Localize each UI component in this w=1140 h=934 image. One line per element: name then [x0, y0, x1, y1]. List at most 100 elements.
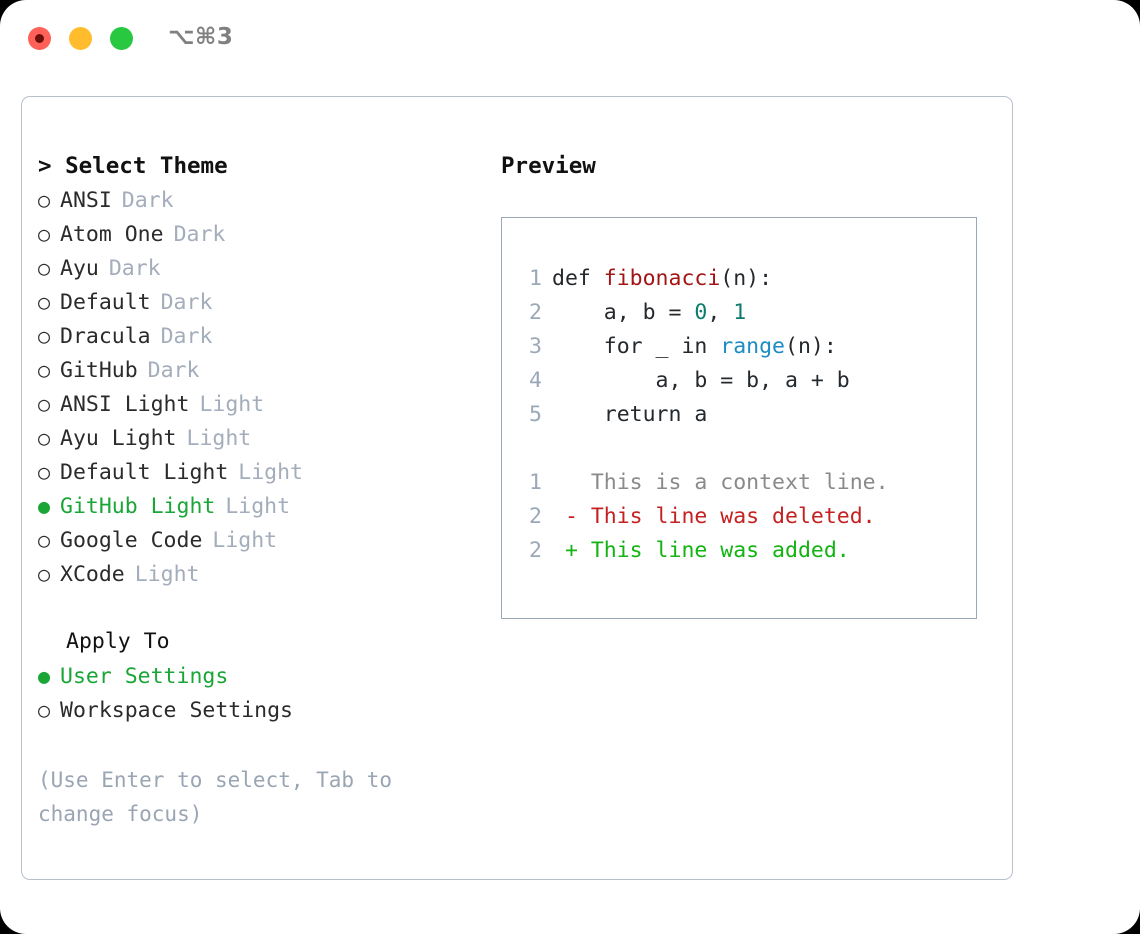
radio-unselected-icon: ○ — [38, 222, 51, 246]
theme-name: XCode — [60, 562, 125, 587]
radio-unselected-icon: ○ — [38, 392, 51, 416]
line-number: 1 — [529, 266, 542, 291]
theme-name: Default — [60, 290, 151, 315]
theme-list-item[interactable]: ○ Default Dark — [38, 285, 478, 319]
theme-variant: Dark — [147, 358, 200, 383]
theme-variant: Dark — [121, 188, 174, 213]
code-line: 4 a, b = b, a + b — [514, 364, 889, 398]
theme-name: Atom One — [60, 222, 164, 247]
theme-variant: Light — [238, 460, 304, 485]
code-line: 1 def fibonacci(n): — [514, 262, 889, 296]
diff-line: 2 - This line was deleted. — [514, 500, 889, 534]
code-token: 1 — [733, 300, 747, 325]
radio-unselected-icon: ○ — [38, 324, 51, 348]
apply-to-label: User Settings — [60, 664, 229, 689]
select-theme-header: > Select Theme — [38, 153, 228, 179]
code-token: fibonacci — [603, 266, 721, 291]
theme-name: Default Light — [60, 460, 229, 485]
keyboard-hint-text: (Use Enter to select, Tab to change focu… — [38, 768, 393, 826]
theme-list-item[interactable]: ○ Dracula Dark — [38, 319, 478, 353]
code-token: a, b = b, a + b — [552, 368, 850, 393]
code-token: (n): — [785, 334, 837, 359]
code-token: a, b = — [552, 300, 695, 325]
code-token: This is a context line. — [552, 470, 889, 495]
code-token: 0 — [694, 300, 708, 325]
close-button-icon[interactable] — [28, 27, 51, 50]
radio-unselected-icon: ○ — [38, 460, 51, 484]
radio-unselected-icon: ○ — [38, 426, 51, 450]
code-token: , — [707, 300, 734, 325]
code-token: (n): — [720, 266, 773, 291]
line-number: 2 — [529, 538, 542, 563]
theme-list-item[interactable]: ○ ANSI Dark — [38, 183, 478, 217]
code-token: return a — [552, 402, 708, 427]
preview-title: Preview — [501, 153, 596, 179]
line-number: 2 — [529, 504, 542, 529]
radio-selected-icon: ● — [38, 664, 51, 688]
theme-list-item[interactable]: ○ ANSI Light Light — [38, 387, 478, 421]
theme-variant: Dark — [160, 324, 213, 349]
zoom-button-icon[interactable] — [110, 27, 133, 50]
theme-variant: Light — [212, 528, 278, 553]
line-number: 2 — [529, 300, 542, 325]
theme-name: ANSI Light — [60, 392, 190, 417]
radio-unselected-icon: ○ — [38, 358, 51, 382]
radio-unselected-icon: ○ — [38, 562, 51, 586]
code-token: range — [720, 334, 786, 359]
radio-unselected-icon: ○ — [38, 290, 51, 314]
code-line: 5 return a — [514, 398, 889, 432]
traffic-light-buttons — [28, 27, 133, 50]
code-token: - This line was deleted. — [552, 504, 876, 529]
theme-variant: Dark — [173, 222, 226, 247]
theme-name: GitHub Light — [60, 494, 216, 519]
line-number: 3 — [529, 334, 542, 359]
apply-to-label: Workspace Settings — [60, 698, 293, 723]
theme-variant: Light — [186, 426, 252, 451]
theme-variant: Dark — [108, 256, 161, 281]
theme-list-item[interactable]: ○ Default Light Light — [38, 455, 478, 489]
diff-line: 2 + This line was added. — [514, 534, 889, 568]
theme-list-item[interactable]: ○ GitHub Dark — [38, 353, 478, 387]
theme-name: Google Code — [60, 528, 203, 553]
theme-name: Ayu — [60, 256, 99, 281]
code-token: for _ in — [552, 334, 721, 359]
line-number: 4 — [529, 368, 542, 393]
apply-to-option[interactable]: ● User Settings — [38, 659, 478, 693]
list-spacer — [38, 591, 478, 625]
minimize-button-icon[interactable] — [69, 27, 92, 50]
theme-name: Ayu Light — [60, 426, 177, 451]
line-number: 5 — [529, 402, 542, 427]
theme-variant: Dark — [160, 290, 213, 315]
apply-to-option[interactable]: ○ Workspace Settings — [38, 693, 478, 727]
code-token: def — [552, 266, 604, 291]
apply-to-title: Apply To — [66, 629, 170, 654]
theme-name: Dracula — [60, 324, 151, 349]
theme-list-item[interactable]: ○ XCode Light — [38, 557, 478, 591]
theme-name: GitHub — [60, 358, 138, 383]
apply-to-options: ● User Settings ○ Workspace Settings — [38, 659, 478, 727]
title-bar: ⌥⌘3 — [0, 0, 1140, 76]
theme-variant: Light — [199, 392, 265, 417]
code-line: 3 for _ in range(n): — [514, 330, 889, 364]
radio-selected-icon: ● — [38, 494, 51, 518]
radio-unselected-icon: ○ — [38, 188, 51, 212]
line-number: 1 — [529, 470, 542, 495]
theme-list-item[interactable]: ○ Google Code Light — [38, 523, 478, 557]
radio-unselected-icon: ○ — [38, 528, 51, 552]
theme-list-item[interactable]: ○ Atom One Dark — [38, 217, 478, 251]
keyboard-shortcut-label: ⌥⌘3 — [168, 24, 234, 50]
radio-unselected-icon: ○ — [38, 698, 51, 722]
theme-variant: Light — [134, 562, 200, 587]
theme-name: ANSI — [60, 188, 112, 213]
theme-list-item[interactable]: ○ Ayu Light Light — [38, 421, 478, 455]
diff-line: 1 This is a context line. — [514, 466, 889, 500]
